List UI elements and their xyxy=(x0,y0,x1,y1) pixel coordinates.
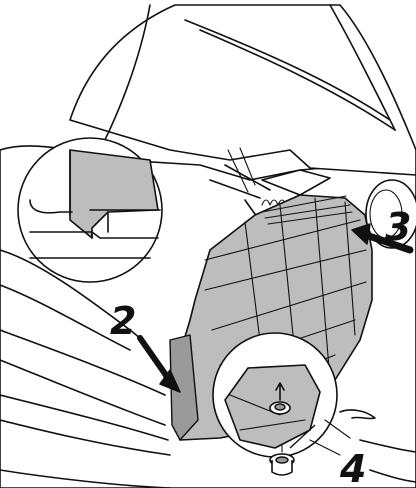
arrow-step-3 xyxy=(351,223,414,254)
callout-step-3: 3 xyxy=(385,205,411,249)
wire-clip xyxy=(339,409,376,420)
side-wheel xyxy=(365,179,416,249)
detail-magnifier-slot xyxy=(17,137,163,283)
callout-step-4: 4 xyxy=(339,447,366,488)
arrow-step-2 xyxy=(137,335,181,393)
detail-magnifier-screw xyxy=(212,332,338,458)
callout-step-2: 2 xyxy=(110,299,136,343)
arrow-step-4 xyxy=(289,424,316,449)
mower-lid xyxy=(69,4,416,176)
screw-part xyxy=(269,419,351,476)
